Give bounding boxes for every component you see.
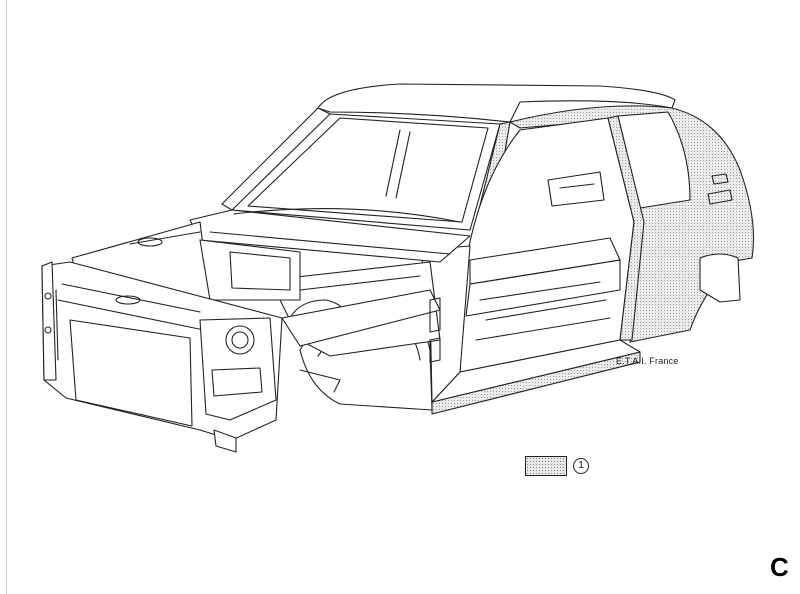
legend-swatch-stippled bbox=[525, 456, 567, 476]
windscreen-frame bbox=[221, 107, 331, 211]
radiator-opening bbox=[69, 319, 193, 427]
bulkhead bbox=[199, 239, 301, 301]
illustration-credit: E.T.A.I. France bbox=[616, 356, 679, 366]
roof-panel bbox=[317, 83, 676, 123]
rear-side-window bbox=[617, 111, 691, 209]
page-edge-line bbox=[6, 0, 7, 594]
rear-door-opening bbox=[459, 117, 635, 373]
legend-number-circle: 1 bbox=[573, 458, 589, 474]
page-letter: C bbox=[770, 552, 789, 582]
rear-quarter-panel bbox=[509, 105, 754, 343]
legend: 1 bbox=[525, 456, 589, 476]
rear-wheel-arch bbox=[699, 253, 741, 303]
